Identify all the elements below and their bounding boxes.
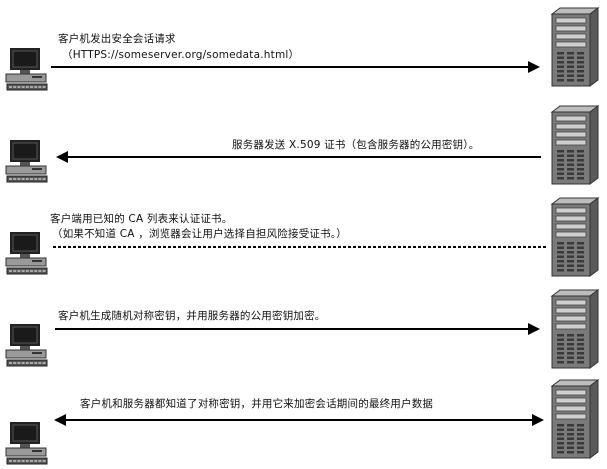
- desktop-computer-icon: [5, 48, 48, 91]
- client-computer-icon: [4, 322, 52, 368]
- step-2-label-line-1: 服务器发送 X.509 证书（包含服务器的公用密钥）。: [232, 139, 480, 151]
- tower-server-icon: [550, 379, 600, 459]
- step-4-label-line-1: 客户机生成随机对称密钥，并用服务器的公用密钥加密。: [58, 310, 326, 322]
- server-tower-icon: [548, 104, 600, 186]
- client-computer-icon: [4, 46, 52, 92]
- tower-server-icon: [550, 105, 600, 185]
- arrowhead-right: [528, 61, 540, 73]
- arrowhead-right: [532, 414, 544, 426]
- step-4-arrow: [55, 323, 540, 335]
- server-tower-icon: [548, 196, 600, 278]
- desktop-computer-icon: [5, 232, 48, 275]
- step-3-label-line-2: （如果不知道 CA ，浏览器会让用户选择自担风险接受证书。）: [52, 228, 347, 240]
- step-1-label-line-1: 客户机发出安全会话请求: [58, 33, 176, 45]
- desktop-computer-icon: [5, 140, 48, 183]
- step-1-label-line-2: （HTTPS://someserver.org/somedata.html）: [62, 49, 300, 61]
- arrowhead-left: [56, 151, 68, 163]
- step-1-arrow: [51, 61, 540, 73]
- server-tower-icon: [548, 378, 600, 460]
- client-computer-icon: [4, 230, 52, 276]
- client-computer-icon: [4, 420, 52, 466]
- tower-server-icon: [550, 289, 600, 369]
- step-2-arrow: [56, 151, 541, 163]
- step-3-dotted-line: [53, 246, 547, 248]
- arrowhead-left: [54, 414, 66, 426]
- tower-server-icon: [550, 197, 600, 277]
- client-computer-icon: [4, 138, 52, 184]
- server-tower-icon: [548, 6, 600, 88]
- desktop-computer-icon: [5, 324, 48, 367]
- server-tower-icon: [548, 288, 600, 370]
- tower-server-icon: [550, 7, 600, 87]
- arrowhead-right: [528, 323, 540, 335]
- step-5-label-line-1: 客户机和服务器都知道了对称密钥，并用它来加密会话期间的最终用户数据: [80, 398, 434, 410]
- step-3-label-line-1: 客户端用已知的 CA 列表来认证证书。: [50, 213, 233, 225]
- desktop-computer-icon: [5, 422, 48, 465]
- step-5-double-arrow: [54, 414, 544, 426]
